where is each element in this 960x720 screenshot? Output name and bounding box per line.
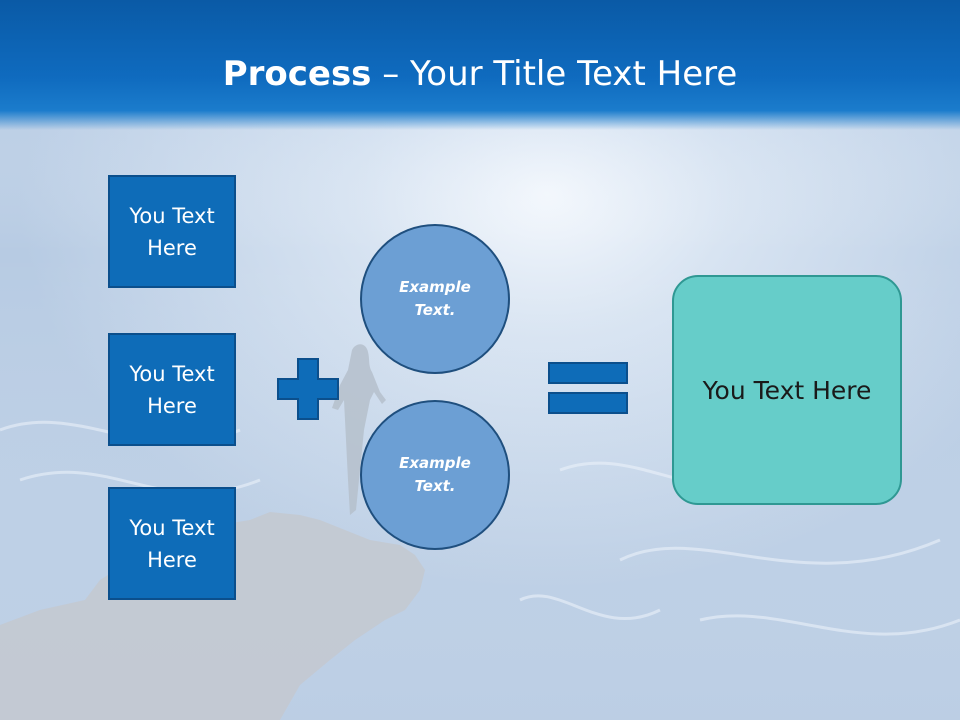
example-circle-2[interactable]: Example Text. [360, 400, 510, 550]
input-box-1[interactable]: You Text Here [108, 175, 236, 288]
person-silhouette [332, 344, 386, 515]
input-box-3[interactable]: You Text Here [108, 487, 236, 600]
title-bar [0, 0, 960, 130]
plus-icon [277, 358, 339, 420]
title-rest: – Your Title Text Here [371, 54, 738, 94]
equals-icon [548, 362, 628, 414]
example-circle-1[interactable]: Example Text. [360, 224, 510, 374]
title-bold-part: Process [222, 54, 372, 94]
input-box-label: You Text Here [129, 203, 215, 260]
input-box-2[interactable]: You Text Here [108, 333, 236, 446]
input-box-label: You Text Here [129, 515, 215, 572]
circle-label: Example Text. [399, 278, 471, 319]
circle-label: Example Text. [399, 454, 471, 495]
input-box-label: You Text Here [129, 361, 215, 418]
cliff-silhouette [0, 512, 425, 720]
slide-title: Process – Your Title Text Here [0, 52, 960, 96]
result-box[interactable]: You Text Here [672, 275, 902, 505]
result-label: You Text Here [702, 375, 872, 405]
